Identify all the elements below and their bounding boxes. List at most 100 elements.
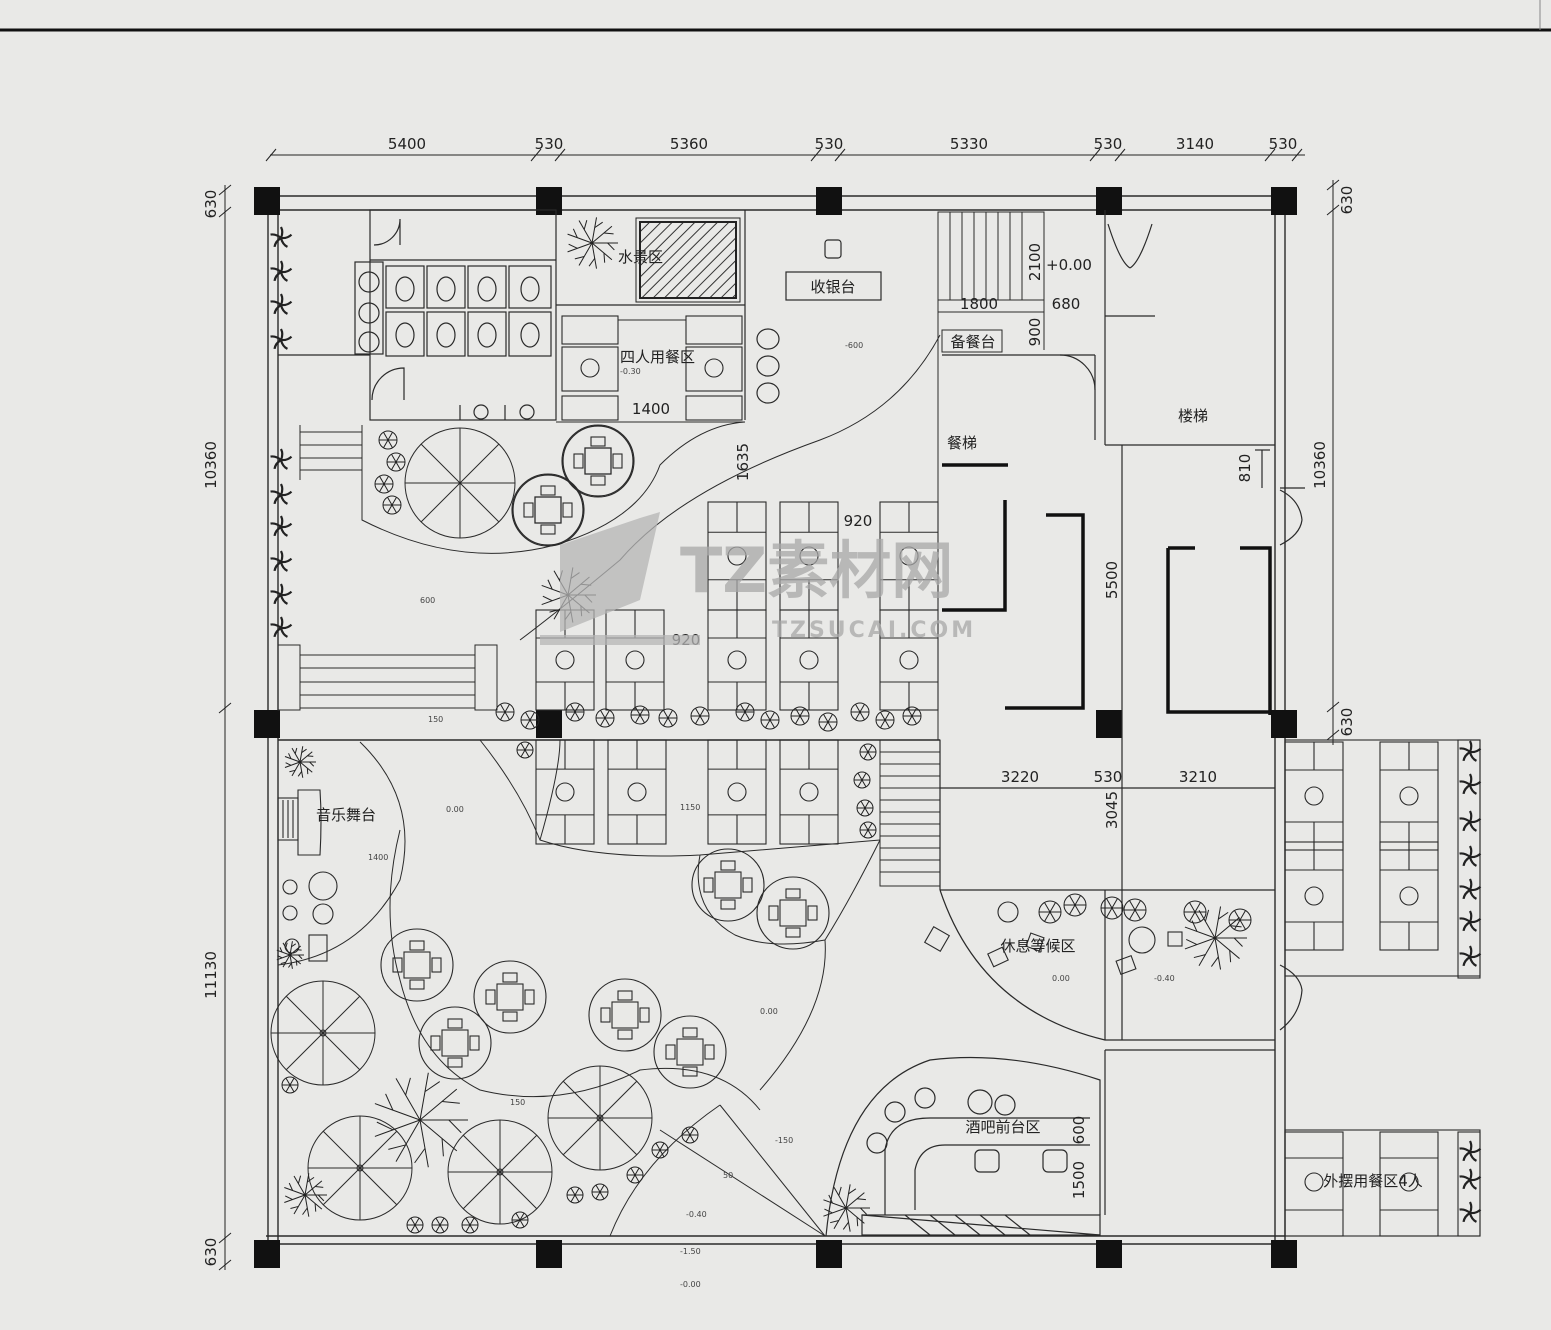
svg-text:-0.30: -0.30 — [620, 367, 641, 376]
dim-stair-900: 900 — [1026, 318, 1044, 347]
shrub — [1229, 909, 1251, 931]
svg-text:-1.50: -1.50 — [680, 1247, 701, 1256]
shrub — [652, 1142, 668, 1158]
booth — [536, 740, 594, 844]
shrub — [1124, 899, 1146, 921]
dim-top-1: 5400 — [388, 135, 426, 153]
watermark-brand: TZ素材网 — [680, 534, 953, 607]
booth — [708, 740, 766, 844]
palm — [1460, 741, 1481, 761]
label-water-feature: 水景区 — [618, 248, 663, 266]
umbrella-tables-lower — [271, 981, 652, 1224]
dim-lower-3220: 3220 — [1001, 768, 1039, 786]
dim-lower-530: 530 — [1094, 768, 1123, 786]
umbrella — [308, 1116, 412, 1220]
dim-core-5500: 5500 — [1103, 561, 1121, 599]
svg-text:600: 600 — [420, 596, 435, 605]
shrub — [521, 711, 539, 729]
shrub — [819, 713, 837, 731]
shrub — [379, 431, 397, 449]
svg-text:150: 150 — [428, 715, 443, 724]
shrub — [682, 1127, 698, 1143]
shrub — [383, 496, 401, 514]
shrub — [432, 1217, 448, 1233]
palm — [271, 294, 292, 314]
svg-text:-150: -150 — [775, 1136, 793, 1145]
svg-text:-0.40: -0.40 — [1154, 974, 1175, 983]
umbrella — [448, 1120, 552, 1224]
outdoor-booth — [1285, 842, 1343, 950]
palm — [271, 261, 292, 281]
shrub — [761, 711, 779, 729]
booth — [780, 740, 838, 844]
shrub — [512, 1212, 528, 1228]
shrub — [851, 703, 869, 721]
dim-bar-1500: 1500 — [1070, 1161, 1088, 1199]
palm — [271, 484, 292, 504]
entrance-stair — [938, 212, 1044, 740]
tree — [284, 1173, 327, 1216]
dim-top-6: 530 — [1094, 135, 1123, 153]
dim-left-4: 630 — [202, 1238, 220, 1267]
plant-symbols — [271, 217, 1481, 1233]
palm — [1460, 1202, 1481, 1222]
umbrella — [271, 981, 375, 1085]
svg-text:-0.00: -0.00 — [680, 1280, 701, 1289]
round-table — [757, 877, 829, 949]
shrub — [691, 707, 709, 725]
dim-top-2: 530 — [535, 135, 564, 153]
dim-stair-680: 680 — [1052, 295, 1081, 313]
dim-lower-3045: 3045 — [1103, 791, 1121, 829]
dim-left-3: 11130 — [202, 951, 220, 999]
dim-stair-1800: 1800 — [960, 295, 998, 313]
lower-stair — [880, 740, 940, 886]
palm — [1460, 911, 1481, 931]
label-cashier: 收银台 — [810, 278, 855, 296]
shrub — [517, 742, 533, 758]
round-table — [419, 1007, 491, 1079]
shrub — [375, 475, 393, 493]
dim-top-5: 5330 — [950, 135, 988, 153]
dim-top-3: 5360 — [670, 135, 708, 153]
outdoor-booth — [1285, 742, 1343, 850]
dim-core-810: 810 — [1236, 454, 1254, 483]
umbrella-table-upper — [405, 428, 515, 538]
shrub — [631, 706, 649, 724]
booth — [606, 610, 664, 710]
shrub — [282, 1077, 298, 1093]
shrub — [592, 1184, 608, 1200]
dim-bar-600: 600 — [1070, 1116, 1088, 1145]
dim-right-2: 10360 — [1311, 441, 1329, 489]
palm — [1460, 774, 1481, 794]
palm — [271, 617, 292, 637]
watermark-site: TZSUCAI.COM — [772, 618, 976, 643]
dim-stair-2100: 2100 — [1026, 243, 1044, 281]
label-bar-front: 酒吧前台区 — [965, 1118, 1040, 1136]
palm — [271, 227, 292, 247]
dim-aisle-920-a: 920 — [844, 512, 873, 530]
dim-top-8: 530 — [1269, 135, 1298, 153]
label-staircase: 楼梯 — [1178, 407, 1208, 425]
outdoor-booth — [1380, 842, 1438, 950]
svg-text:0.00: 0.00 — [760, 1007, 778, 1016]
palm — [1460, 1141, 1481, 1161]
shrub — [736, 703, 754, 721]
booth — [608, 740, 666, 844]
outdoor-dining — [1285, 740, 1480, 1236]
tree — [285, 746, 316, 778]
tree — [823, 1184, 870, 1231]
round-table — [692, 849, 764, 921]
shrub — [860, 744, 876, 760]
lower-right-rooms — [940, 740, 1302, 1215]
booth — [708, 610, 766, 710]
tree — [568, 217, 618, 268]
outdoor-booth — [1380, 742, 1438, 850]
svg-text:1400: 1400 — [368, 853, 388, 862]
water-feature: 水景区 — [556, 210, 745, 420]
shrub — [1101, 897, 1123, 919]
shrub — [659, 709, 677, 727]
round-table — [381, 929, 453, 1001]
shrub — [1184, 901, 1206, 923]
label-service-counter: 备餐台 — [950, 333, 995, 351]
